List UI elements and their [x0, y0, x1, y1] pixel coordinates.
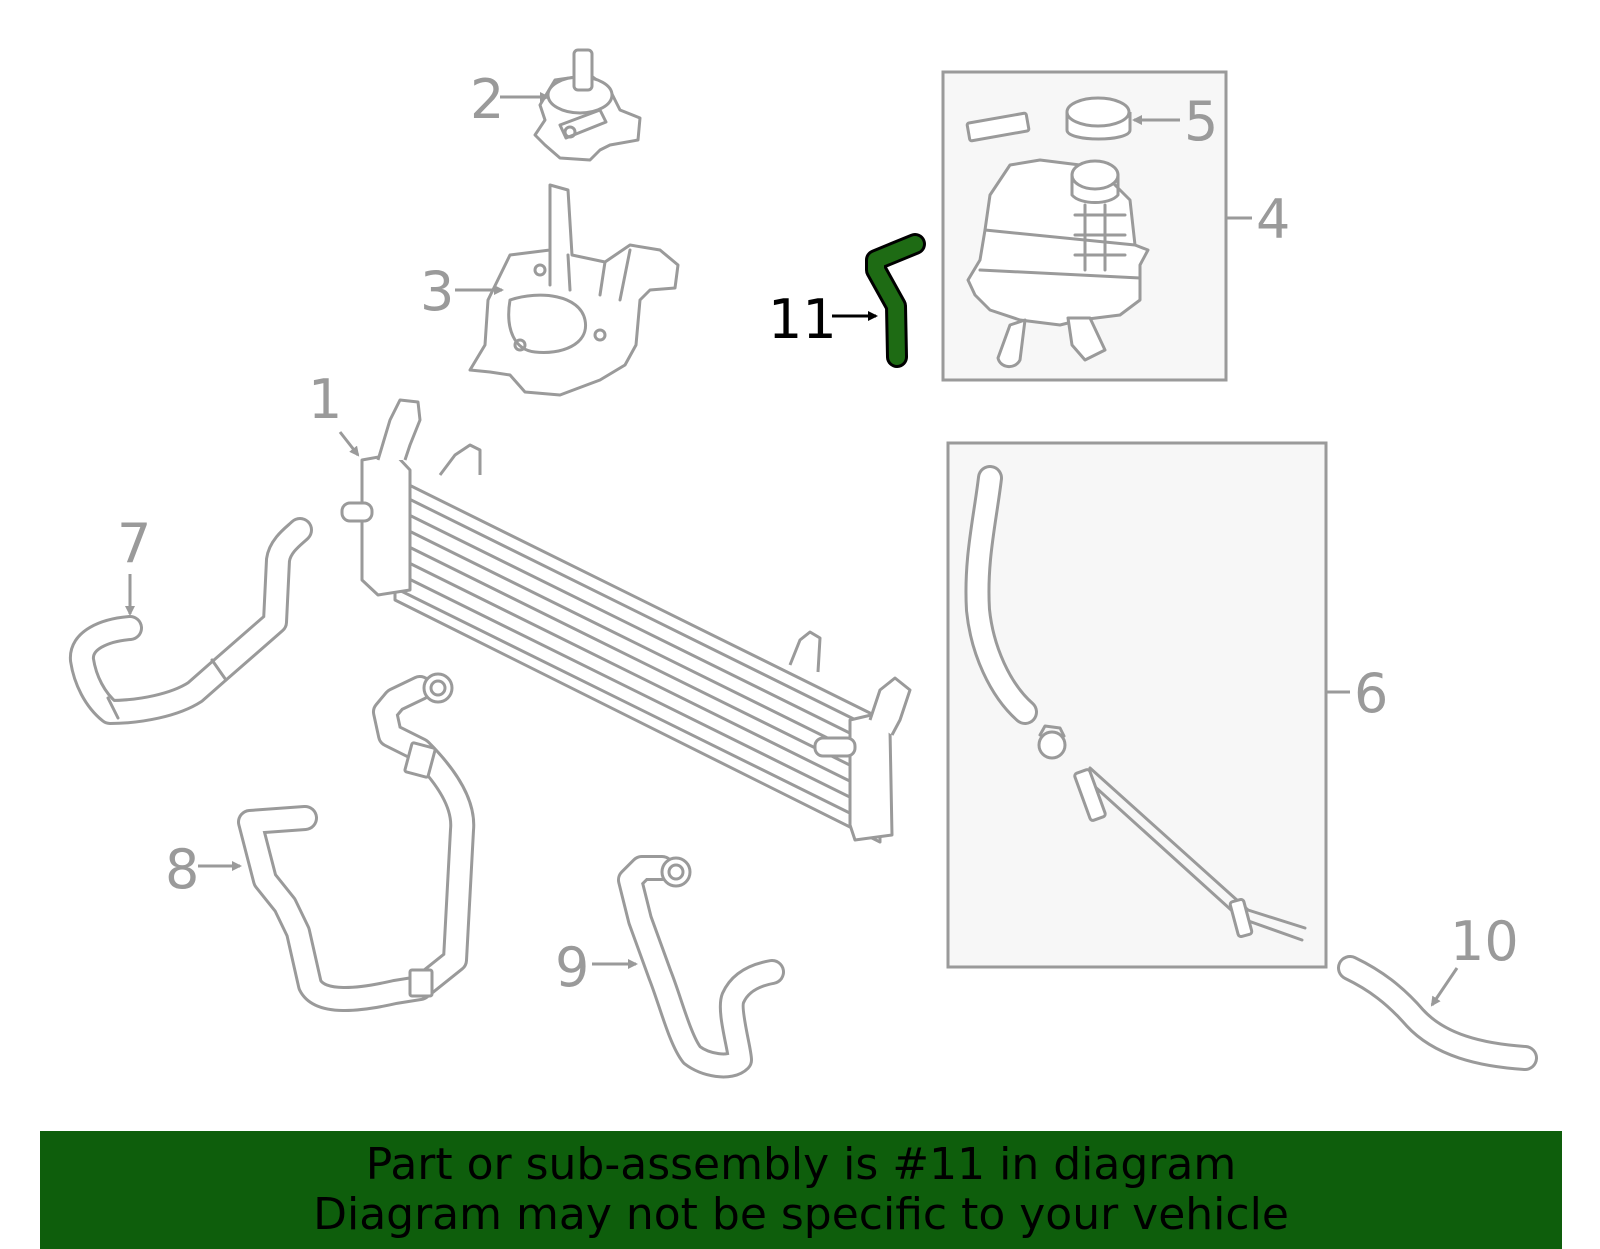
arrow-10 [1430, 967, 1459, 1007]
callout-5: 5 [1184, 90, 1218, 153]
callout-4: 4 [1256, 188, 1290, 251]
callout-10: 10 [1450, 910, 1519, 973]
callout-6: 6 [1354, 662, 1388, 725]
callout-11: 11 [768, 288, 837, 351]
part-7-hose[interactable] [69, 517, 313, 725]
callout-3: 3 [420, 260, 454, 323]
callout-9: 9 [555, 936, 589, 999]
part-5-reservoir-cap[interactable] [1065, 96, 1132, 141]
part-6-hose-pipe-assembly[interactable] [964, 465, 1307, 942]
notice-banner: Part or sub-assembly is #11 in diagram D… [40, 1131, 1562, 1249]
part-3-bracket[interactable] [468, 183, 680, 397]
part-11-hose-highlighted[interactable] [865, 233, 926, 368]
callout-8: 8 [165, 838, 199, 901]
part-9-hose[interactable] [617, 855, 785, 1079]
part-10-hose[interactable] [1337, 955, 1538, 1071]
callout-1: 1 [308, 368, 342, 431]
part-4-reservoir-tank[interactable] [965, 111, 1150, 368]
part-2-water-pump[interactable] [533, 48, 642, 162]
part-1-radiator[interactable] [340, 398, 912, 844]
banner-line-1: Part or sub-assembly is #11 in diagram [365, 1139, 1237, 1190]
part-8-hose[interactable] [237, 672, 476, 1012]
callout-7: 7 [117, 512, 151, 575]
callout-2: 2 [470, 68, 504, 131]
arrow-1 [338, 431, 360, 457]
banner-line-2: Diagram may not be specific to your vehi… [313, 1189, 1289, 1240]
